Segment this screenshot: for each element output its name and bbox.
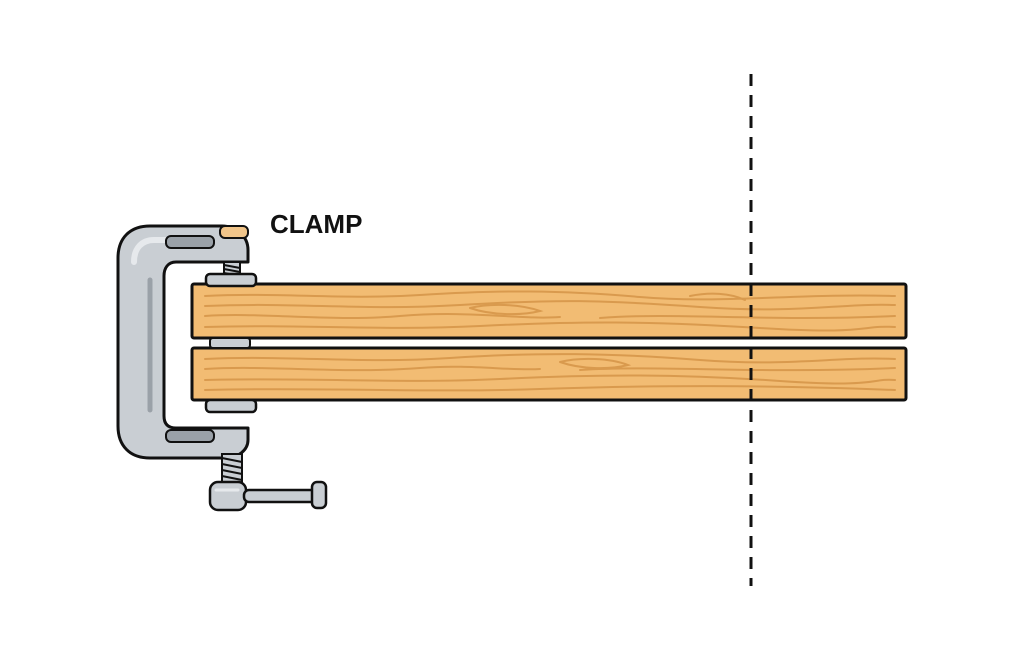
bottom-board bbox=[190, 346, 908, 402]
clamp-handle-knob bbox=[310, 480, 328, 510]
clamp-lower-pad bbox=[204, 398, 258, 414]
wooden-boards bbox=[190, 282, 908, 402]
clamp-label: CLAMP bbox=[270, 209, 362, 239]
clamp-middle-spacer bbox=[209, 337, 251, 349]
bottom-board-grain bbox=[204, 353, 896, 392]
bottom-board-body bbox=[190, 346, 908, 402]
clamp-top-cap bbox=[219, 225, 249, 239]
clamp-lower-threads bbox=[221, 453, 243, 485]
clamp-upper-pad bbox=[204, 272, 258, 288]
top-board bbox=[190, 282, 908, 340]
top-board-body bbox=[190, 282, 908, 340]
top-board-grain bbox=[204, 290, 896, 332]
clamp-upper-slot bbox=[165, 235, 215, 249]
clamp-lower-slot bbox=[165, 429, 215, 443]
clamp-frame-highlight bbox=[131, 237, 179, 265]
clamp-handle-collar bbox=[208, 480, 248, 512]
clamp-handle-bar bbox=[242, 488, 318, 504]
clamp-upper-threads bbox=[223, 261, 241, 277]
c-clamp-icon bbox=[116, 224, 328, 512]
